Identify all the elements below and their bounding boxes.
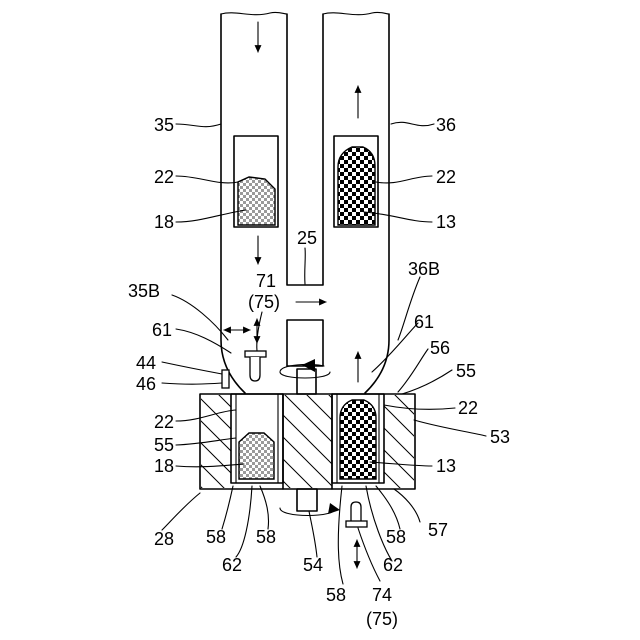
insert-18-upper: [238, 177, 275, 225]
label-28: 28: [154, 529, 174, 549]
label-46: 46: [136, 374, 156, 394]
label-61-right: 61: [414, 312, 434, 332]
label-56: 56: [430, 338, 450, 358]
label-55-left: 55: [154, 435, 174, 455]
label-25: 25: [297, 228, 317, 248]
label-22-upper-right: 22: [436, 167, 456, 187]
label-22-lower-right: 22: [458, 398, 478, 418]
label-22-upper-left: 22: [154, 167, 174, 187]
label-53: 53: [490, 427, 510, 447]
label-62-left: 62: [222, 555, 242, 575]
label-13-upper: 13: [436, 212, 456, 232]
label-35: 35: [154, 115, 174, 135]
label-18-upper: 18: [154, 212, 174, 232]
insert-13-upper: [338, 147, 375, 225]
sensor-71: [245, 351, 266, 381]
label-71: 71: [256, 271, 276, 291]
reference-numerals: 35 36 22 22 18 13 25 71 (75) 36B 35B 61 …: [128, 115, 510, 629]
label-57: 57: [428, 520, 448, 540]
carrier-22-left: [234, 136, 278, 227]
label-44: 44: [136, 353, 156, 373]
label-58-d: 58: [326, 585, 346, 605]
label-35B: 35B: [128, 281, 160, 301]
label-13-lower: 13: [436, 456, 456, 476]
label-58-b: 58: [256, 527, 276, 547]
carrier-22-right: [334, 136, 378, 227]
label-74: 74: [372, 585, 392, 605]
label-61-left: 61: [152, 320, 172, 340]
detector-44-46: [222, 370, 229, 388]
insert-13-lower: [340, 400, 376, 479]
label-55-right: 55: [456, 361, 476, 381]
label-36B: 36B: [408, 259, 440, 279]
label-58-a: 58: [206, 527, 226, 547]
label-18-lower: 18: [154, 456, 174, 476]
label-75-upper: (75): [248, 292, 280, 312]
label-36: 36: [436, 115, 456, 135]
sensor-74: [346, 502, 367, 527]
rotary-table-53: [200, 359, 415, 516]
label-22-lower-left: 22: [154, 412, 174, 432]
label-75-lower: (75): [366, 609, 398, 629]
partition-25-lower: [287, 320, 323, 366]
label-62-right: 62: [383, 555, 403, 575]
label-54: 54: [303, 555, 323, 575]
insert-18-lower: [239, 433, 274, 479]
label-58-c: 58: [386, 527, 406, 547]
